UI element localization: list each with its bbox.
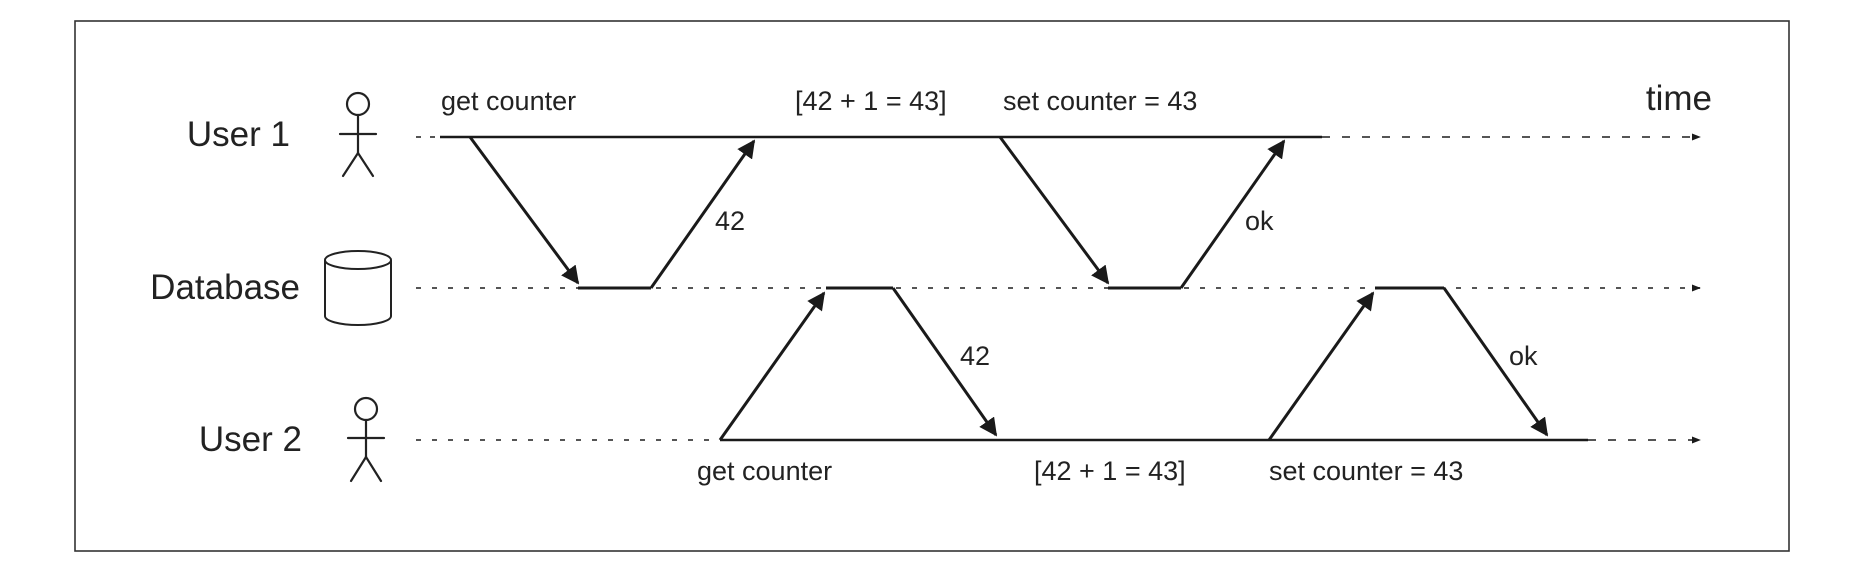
user2-write-response-label: ok	[1509, 341, 1538, 371]
user1-compute-label: [42 + 1 = 43]	[795, 86, 947, 116]
user1-get-counter-label: get counter	[441, 86, 576, 116]
user1-get-request-arrow	[468, 136, 580, 285]
database-label: Database	[150, 268, 300, 307]
user2-label: User 2	[199, 420, 302, 459]
diagram-frame	[74, 20, 1790, 552]
user2-set-request-arrow	[1267, 291, 1375, 441]
time-label: time	[1646, 79, 1712, 118]
user2-compute-label: [42 + 1 = 43]	[1034, 456, 1186, 486]
user1-label: User 1	[187, 115, 290, 154]
user1-read-response-label: 42	[715, 206, 745, 236]
user1-read-response-arrow	[649, 139, 756, 289]
user2-write-response-arrow	[1442, 287, 1549, 437]
user1-set-counter-label: set counter = 43	[1003, 86, 1197, 116]
user1-write-response-arrow	[1179, 139, 1286, 289]
database-cylinder-icon	[324, 250, 392, 326]
user2-set-counter-label: set counter = 43	[1269, 456, 1463, 486]
user2-read-response-label: 42	[960, 341, 990, 371]
user1-write-response-label: ok	[1245, 206, 1274, 236]
user2-get-request-arrow	[718, 291, 826, 441]
user2-read-response-arrow	[891, 287, 998, 437]
user1-set-request-arrow	[998, 136, 1110, 285]
user2-get-counter-label: get counter	[697, 456, 832, 486]
user2-stick-figure-icon	[346, 396, 386, 483]
user1-stick-figure-icon	[338, 91, 378, 178]
